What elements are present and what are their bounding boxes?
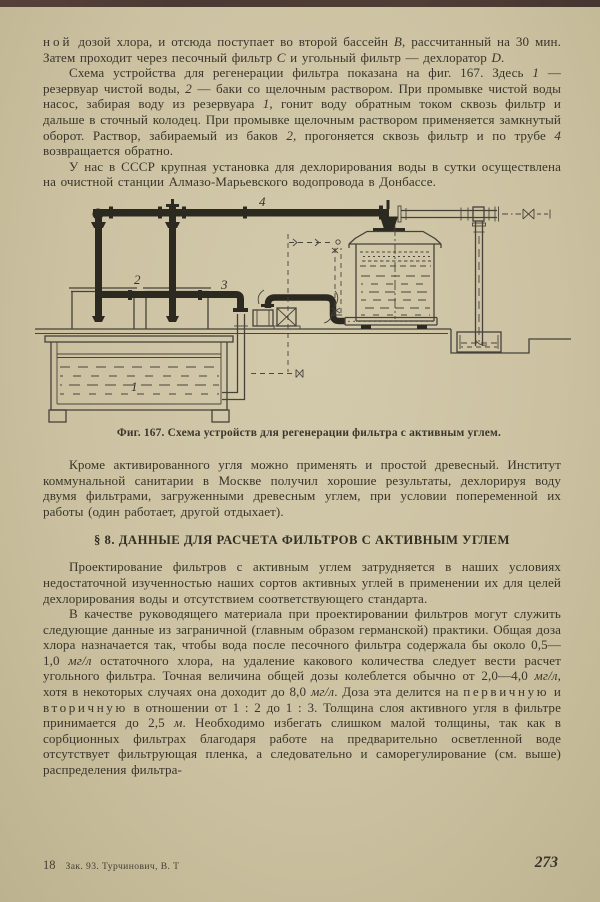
text-run-italic: 1 xyxy=(532,65,539,81)
text-run: — резервуар чистой воды, xyxy=(43,65,561,96)
text-run: остаточного хлора, на удаление какового … xyxy=(43,652,561,684)
figure-167: 1 2 xyxy=(31,196,575,439)
text-run-italic: мг/л xyxy=(534,668,558,684)
text-run-italic: D xyxy=(491,49,502,65)
spacer xyxy=(43,447,561,457)
text-run-spaced: первичную xyxy=(463,684,550,700)
text-run: , рассчитанный на 30 мин. Затем проходит… xyxy=(43,34,561,65)
text-run-italic: 1 xyxy=(262,96,270,112)
filter-regeneration-diagram: 1 2 xyxy=(35,196,571,423)
paragraph-1: ной дозой хлора, и отсюда поступает во в… xyxy=(43,34,561,65)
edition-number: 18 xyxy=(43,858,56,872)
return-pipe-4: 4 xyxy=(91,196,389,322)
paragraph-2: Схема устройства для регенерации фильтра… xyxy=(43,65,561,159)
text-run-italic: 2 xyxy=(286,127,293,143)
text-run: — баки со щелочным раствором. При промыв… xyxy=(43,80,561,112)
text-run-italic: 4 xyxy=(554,127,561,143)
paragraph-5: Проектирование фильтров с активным углем… xyxy=(43,559,561,606)
carbon-filter-tank xyxy=(344,199,442,329)
text-run-italic: м xyxy=(173,715,183,731)
text-run-italic: мг/л xyxy=(68,652,92,668)
text-run: ной xyxy=(43,34,73,49)
text-run: и xyxy=(549,684,561,700)
pump-feed-pipe-3: 3 xyxy=(98,277,248,312)
text-run: В качестве руководящего материала при пр… xyxy=(43,606,561,668)
outlet-pipe-and-well xyxy=(397,205,551,353)
label-tanks-2: 2 xyxy=(134,272,141,287)
text-run: , хотя в некоторых случаях она доходит д… xyxy=(43,668,561,700)
text-run: , прогоняется сквозь фильтр и по трубе xyxy=(292,127,555,143)
text-run-italic: 2 xyxy=(185,80,192,96)
text-run-italic: С xyxy=(276,49,286,65)
imprint-text: Зак. 93. Турчинович, В. Т xyxy=(65,861,180,872)
pump xyxy=(252,289,345,330)
text-run-italic: мг/л xyxy=(310,684,335,700)
text-run: . xyxy=(501,49,505,65)
text-run: и угольный фильтр — дехлоратор xyxy=(285,49,492,65)
clean-water-reservoir: 1 xyxy=(44,335,234,423)
page: ной дозой хлора, и отсюда поступает во в… xyxy=(35,34,571,778)
label-pipe-3: 3 xyxy=(220,277,228,292)
alkaline-tanks: 2 xyxy=(69,272,211,329)
text-run: . Необходимо избегать слишком малой толщ… xyxy=(43,715,561,778)
ground-line xyxy=(35,328,571,354)
text-run: возвращается обратно. xyxy=(43,143,174,159)
text-run: Схема устройства для регенерации фильтра… xyxy=(69,65,533,81)
imprint-line: 18 Зак. 93. Турчинович, В. Т xyxy=(43,858,179,873)
text-run-italic: В xyxy=(393,34,402,49)
paragraph-4: Кроме активированного угля можно применя… xyxy=(43,456,561,519)
text-run: в отношении от 1 : 2 до 1 : 3. Толщина с… xyxy=(43,699,561,731)
suction-pipe xyxy=(222,313,248,401)
dashed-wash-lines xyxy=(251,233,342,378)
text-run: . Доза эта делится на xyxy=(334,684,464,700)
paragraph-6: В качестве руководящего материала при пр… xyxy=(43,606,561,778)
scan-edge xyxy=(0,0,600,7)
text-run-spaced: вторичную xyxy=(43,699,128,715)
text-run: , гонит воду обратным током сквозь фильт… xyxy=(43,96,561,143)
label-pipe-4: 4 xyxy=(259,196,266,209)
section-heading: § 8. ДАННЫЕ ДЛЯ РАСЧЕТА ФИЛЬТРОВ С АКТИВ… xyxy=(94,533,510,548)
text-run: дозой хлора, и отсюда поступает во второ… xyxy=(72,34,394,49)
paragraph-3: У нас в СССР крупная установка для дехло… xyxy=(43,158,561,190)
label-reservoir-1: 1 xyxy=(131,379,138,394)
print-footer: 18 Зак. 93. Турчинович, В. Т 273 xyxy=(43,854,560,878)
page-number: 273 xyxy=(534,854,558,871)
figure-caption: Фиг. 167. Схема устройств для регенераци… xyxy=(116,426,502,439)
